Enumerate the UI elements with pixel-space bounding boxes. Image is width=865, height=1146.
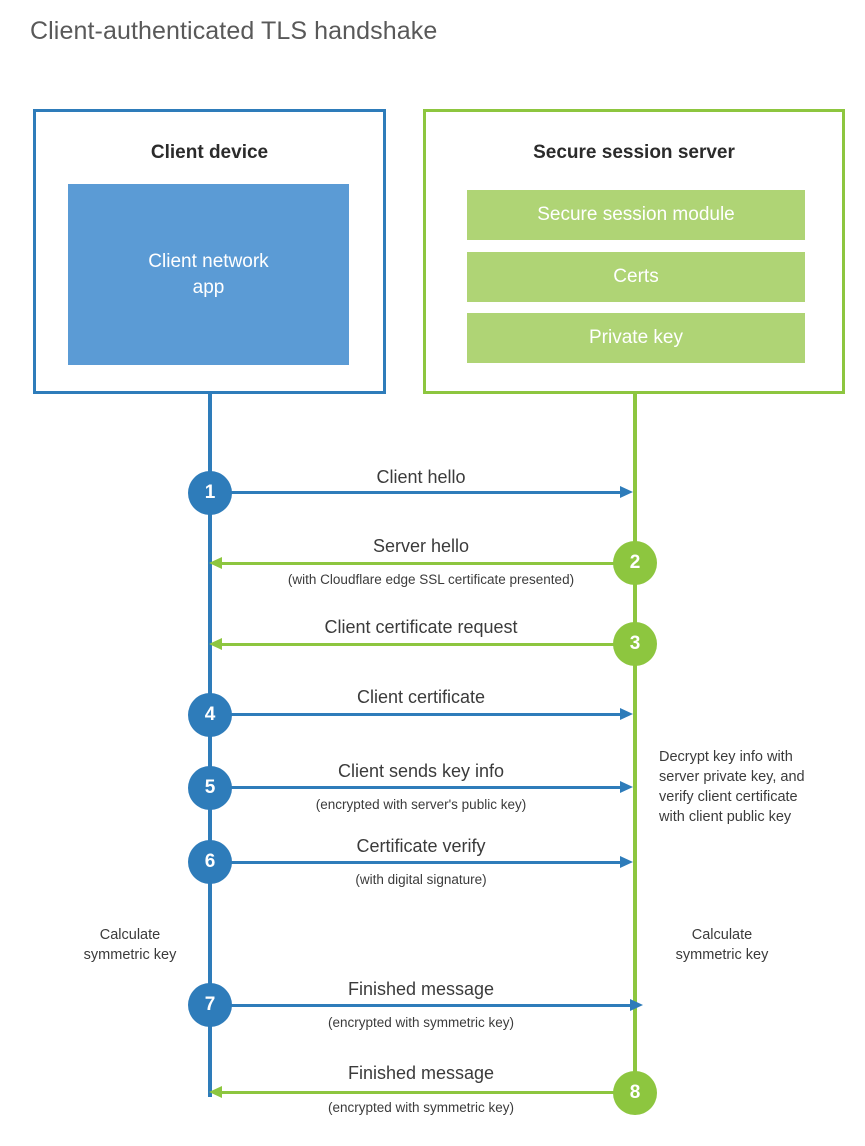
message-3-label: Client certificate request <box>324 617 518 637</box>
step-badge-7: 7 <box>188 983 232 1027</box>
server-lifeline <box>633 392 637 1093</box>
message-4-label: Client certificate <box>356 687 486 707</box>
message-8-label: Finished message <box>347 1063 495 1083</box>
message-2-arrow-line <box>222 562 633 565</box>
step-badge-5: 5 <box>188 766 232 810</box>
message-3-arrow-head <box>209 638 222 650</box>
client-calculate-annotation-line2: symmetric key <box>83 947 177 963</box>
message-4-arrow-line <box>210 713 620 716</box>
message-7-label: Finished message <box>347 979 495 999</box>
message-1-arrow-head <box>620 486 633 498</box>
client-calculate-annotation-line1: Calculate <box>99 927 161 943</box>
message-6-label: Certificate verify <box>356 836 486 856</box>
message-7-arrow-line <box>210 1004 630 1007</box>
message-6-sublabel: (with digital signature) <box>355 872 487 887</box>
step-badge-4: 4 <box>188 693 232 737</box>
step-badge-1: 1 <box>188 471 232 515</box>
message-6-arrow-line <box>210 861 620 864</box>
server-decrypt-annotation-line2: server private key, and <box>659 769 805 785</box>
step-badge-6: 6 <box>188 840 232 884</box>
client-network-app-label: Client network app <box>148 249 268 299</box>
message-6-arrow-head <box>620 856 633 868</box>
message-1-label: Client hello <box>376 467 466 487</box>
message-5-arrow-head <box>620 781 633 793</box>
message-1-arrow-line <box>210 491 620 494</box>
message-8-sublabel: (encrypted with symmetric key) <box>327 1100 515 1115</box>
server-component-private-key: Private key <box>467 313 805 363</box>
message-2-arrow-head <box>209 557 222 569</box>
server-calculate-annotation-line1: Calculate <box>691 927 753 943</box>
server-decrypt-annotation-line3: verify client certificate <box>659 789 798 805</box>
message-2-label: Server hello <box>372 536 470 556</box>
client-device-box: Client device Client network app <box>33 109 386 394</box>
step-badge-2: 2 <box>613 541 657 585</box>
server-component-secure-session-module: Secure session module <box>467 190 805 240</box>
server-decrypt-annotation-line4: with client public key <box>659 809 792 825</box>
step-badge-8: 8 <box>613 1071 657 1115</box>
client-lifeline <box>208 392 212 1097</box>
message-5-sublabel: (encrypted with server's public key) <box>315 797 527 812</box>
message-7-arrow-head <box>630 999 643 1011</box>
client-device-title: Client device <box>150 142 269 163</box>
client-network-app-label-line1: Client network <box>148 251 269 273</box>
server-calculate-symmetric-key-annotation: Calculate symmetric key <box>652 925 792 965</box>
message-3-arrow-line <box>222 643 633 646</box>
secure-session-server-title: Secure session server <box>533 142 735 163</box>
client-network-app-label-line2: app <box>192 276 225 298</box>
message-7-sublabel: (encrypted with symmetric key) <box>327 1015 515 1030</box>
step-badge-3: 3 <box>613 622 657 666</box>
client-calculate-symmetric-key-annotation: Calculate symmetric key <box>60 925 200 965</box>
page-title: Client-authenticated TLS handshake <box>30 17 438 45</box>
message-5-label: Client sends key info <box>337 761 505 781</box>
server-decrypt-annotation: Decrypt key info with server private key… <box>659 747 839 827</box>
message-5-arrow-line <box>210 786 620 789</box>
message-4-arrow-head <box>620 708 633 720</box>
message-2-sublabel: (with Cloudflare edge SSL certificate pr… <box>287 572 575 587</box>
secure-session-server-box: Secure session server Secure session mod… <box>423 109 845 394</box>
server-decrypt-annotation-line1: Decrypt key info with <box>659 749 793 765</box>
message-8-arrow-head <box>209 1086 222 1098</box>
client-network-app-block: Client network app <box>68 184 349 365</box>
server-component-certs: Certs <box>467 252 805 302</box>
message-8-arrow-line <box>222 1091 633 1094</box>
server-calculate-annotation-line2: symmetric key <box>675 947 769 963</box>
